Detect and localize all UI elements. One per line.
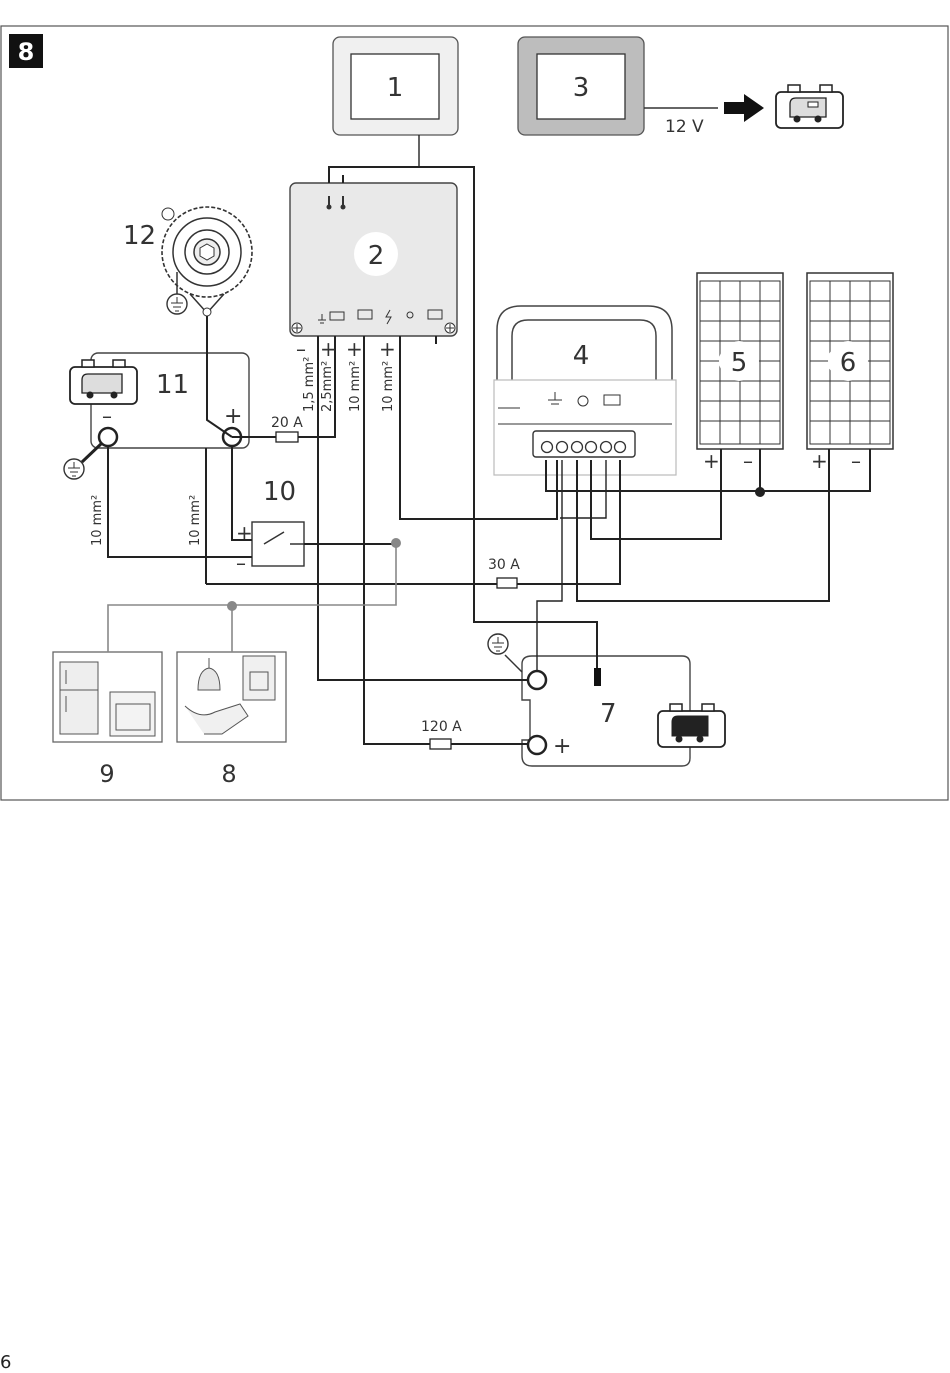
label-3: 3 xyxy=(573,73,590,103)
plus-sign: + xyxy=(346,337,363,361)
label-5: 5 xyxy=(731,348,748,378)
junction-dot xyxy=(391,538,401,548)
label-10: 10 xyxy=(263,477,296,507)
fuse-20a xyxy=(275,431,299,443)
starter-battery-11: 11 – + xyxy=(63,352,250,480)
sun-icon xyxy=(406,311,414,319)
sun-icon xyxy=(577,395,589,407)
minus-sign: – xyxy=(743,449,753,473)
solar-panel-5: 5 + – xyxy=(696,272,784,473)
ground-icon xyxy=(487,633,509,655)
plus-sign: + xyxy=(224,404,242,429)
battery-2-icon xyxy=(427,309,443,320)
plus-sign: + xyxy=(236,521,253,545)
plus-sign: + xyxy=(553,734,571,759)
label-4: 4 xyxy=(573,341,590,371)
label-8: 8 xyxy=(221,760,236,788)
solar-controller-4: 4 xyxy=(493,305,677,476)
control-unit-2: 2 xyxy=(289,182,458,337)
solar-panel-6: 6 + – xyxy=(806,272,894,473)
figure-badge xyxy=(9,34,43,68)
appliances-9: 9 xyxy=(52,651,163,788)
camper-battery-icon xyxy=(775,84,844,129)
voltage-label: 12 V xyxy=(665,117,704,137)
battery-icon xyxy=(603,394,621,406)
leisure-battery-7: 7 + xyxy=(487,633,726,767)
plus-sign: + xyxy=(703,449,720,473)
label-7: 7 xyxy=(600,699,617,729)
ground-symbol-icon xyxy=(318,314,326,324)
label-6: 6 xyxy=(840,348,857,378)
cable-label-10-b: 10 mm² xyxy=(381,361,396,412)
minus-sign: – xyxy=(851,449,861,473)
figure-number: 8 xyxy=(18,38,35,66)
fuse-label-120a: 120 A xyxy=(421,719,462,735)
label-12: 12 xyxy=(123,221,156,251)
minus-sign: – xyxy=(102,404,112,428)
display-1: 1 xyxy=(332,36,459,136)
oven-icon xyxy=(109,691,156,737)
page-number: 6 xyxy=(0,1352,12,1373)
junction-dot xyxy=(227,601,237,611)
fuse-label-30a: 30 A xyxy=(488,557,520,573)
plus-sign: + xyxy=(379,337,396,361)
alternator-12: 12 xyxy=(123,206,253,317)
coffee-machine-icon xyxy=(242,655,276,701)
hair-dryer-icon xyxy=(184,703,249,735)
appliances-8: 8 xyxy=(176,651,287,788)
label-1: 1 xyxy=(387,73,404,103)
vehicle-icon xyxy=(329,311,345,321)
ground-symbol-icon xyxy=(548,392,562,405)
ground-icon xyxy=(63,458,85,480)
figure-frame xyxy=(0,25,949,801)
cable-label-10-a: 10 mm² xyxy=(348,361,363,412)
label-11: 11 xyxy=(156,370,189,400)
cable-label-10-d: 10 mm² xyxy=(188,495,203,546)
cable-label-2-5: 2,5mm² xyxy=(320,361,335,412)
label-9: 9 xyxy=(99,760,114,788)
cable-label-1-5: 1,5 mm² xyxy=(302,357,317,412)
label-2: 2 xyxy=(368,241,385,271)
lightning-icon xyxy=(385,309,392,325)
plus-sign: + xyxy=(320,337,337,361)
arrow-right-icon xyxy=(724,94,764,122)
fuse-120a xyxy=(429,738,452,750)
fridge-icon xyxy=(59,661,99,735)
junction-dot xyxy=(755,487,765,497)
minus-sign: – xyxy=(296,337,306,361)
display-3: 3 xyxy=(517,36,645,136)
fuse-30a xyxy=(496,577,518,589)
truck-battery-icon xyxy=(69,359,138,405)
wiring xyxy=(107,135,871,745)
minus-sign: – xyxy=(236,551,246,575)
camper-battery-icon xyxy=(657,703,726,748)
plus-sign: + xyxy=(811,449,828,473)
cable-label-10-c: 10 mm² xyxy=(90,495,105,546)
lamp-icon xyxy=(197,658,221,691)
battery-1-icon xyxy=(357,309,373,320)
fuse-label-20a: 20 A xyxy=(271,415,303,431)
ground-icon xyxy=(166,293,188,315)
switch-10: + – 10 xyxy=(236,477,305,575)
